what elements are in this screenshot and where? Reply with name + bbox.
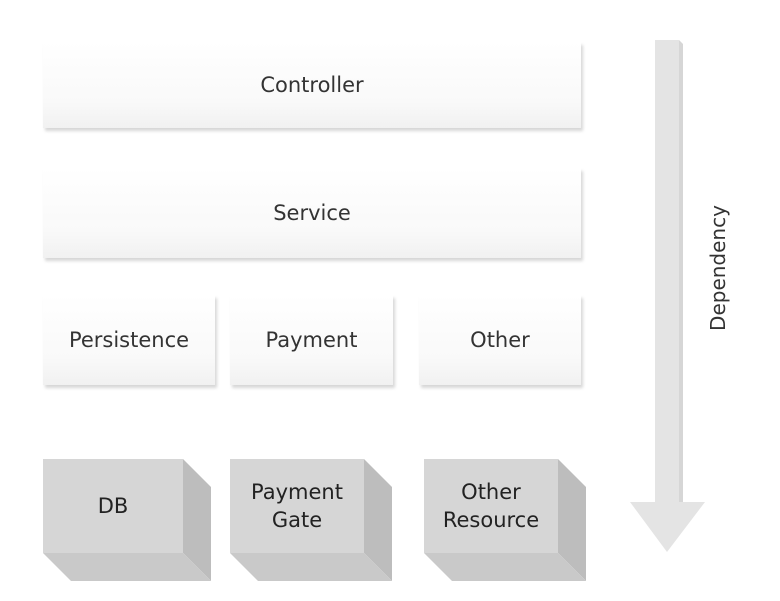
db-resource: DB: [43, 459, 211, 581]
service-label: Service: [273, 201, 351, 225]
payment-gate-resource: Payment Gate: [230, 459, 392, 581]
service-layer: Service: [43, 168, 581, 258]
persistence-label: Persistence: [68, 328, 190, 352]
payment-label: Payment: [265, 328, 358, 352]
dependency-label: Dependency: [706, 205, 730, 331]
payment-layer: Payment: [230, 295, 393, 385]
other-resource-label: Other Resource: [442, 480, 540, 532]
payment-gate-label: Payment Gate: [251, 480, 343, 532]
other-layer: Other: [419, 295, 581, 385]
controller-label: Controller: [260, 73, 364, 97]
db-cube-shape: [43, 459, 211, 581]
payment-gate-cube-shape: [230, 459, 392, 581]
persistence-layer: Persistence: [43, 295, 215, 385]
dependency-arrow-icon: [630, 40, 705, 552]
other-resource-cube-shape: [424, 459, 586, 581]
db-label: DB: [97, 494, 129, 518]
other-label: Other: [470, 328, 530, 352]
controller-layer: Controller: [43, 42, 581, 128]
other-resource: Other Resource: [424, 459, 586, 581]
